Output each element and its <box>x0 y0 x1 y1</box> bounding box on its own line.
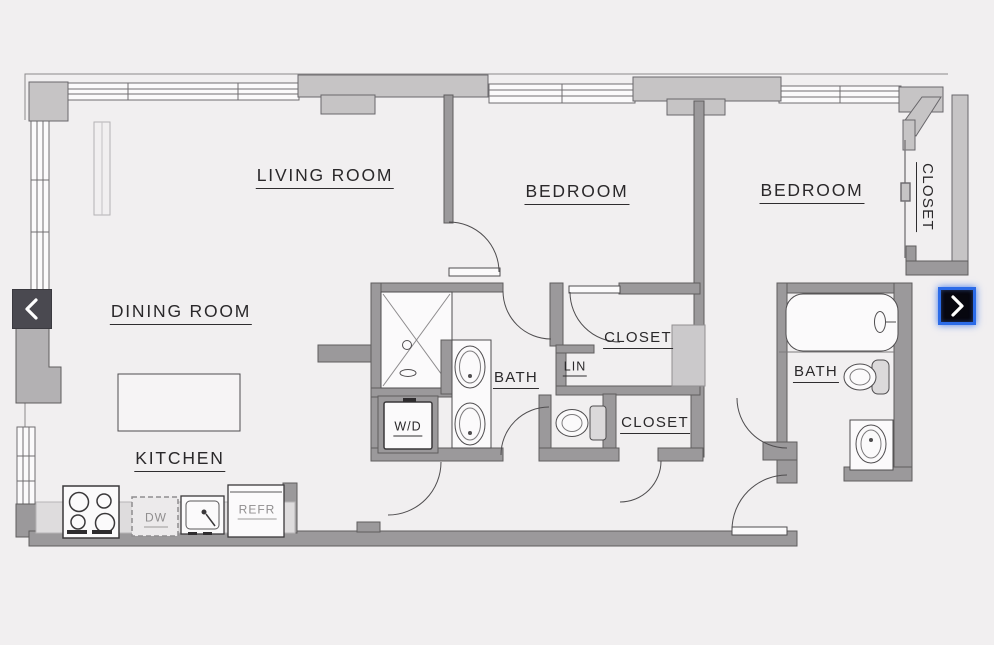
bathtub <box>779 293 899 353</box>
dining-table <box>117 373 241 432</box>
shower <box>380 291 453 389</box>
washer-dryer-unit <box>377 395 439 454</box>
chevron-left-icon <box>25 298 38 320</box>
label-refrigerator: REFR <box>237 503 277 520</box>
chevron-right-icon <box>951 295 964 317</box>
label-bedroom-2: BEDROOM <box>759 180 865 204</box>
kitchen-sink <box>180 495 225 535</box>
window-band-living <box>67 82 300 101</box>
label-closet-lower: CLOSET <box>620 414 690 434</box>
refrigerator-outline <box>227 484 285 538</box>
stove <box>62 485 120 539</box>
label-kitchen: KITCHEN <box>134 448 226 472</box>
dishwasher-outline <box>131 496 179 537</box>
label-bath-2: BATH <box>792 363 840 383</box>
label-closet-upper: CLOSET <box>603 329 673 349</box>
label-living-room: LIVING ROOM <box>255 165 395 189</box>
label-dishwasher: DW <box>144 511 168 528</box>
vanity-double-sink <box>451 339 492 449</box>
toilet-2 <box>843 359 890 395</box>
window-band-left-upper <box>30 120 50 293</box>
label-bath-1: BATH <box>492 369 540 389</box>
toilet-1 <box>555 405 607 441</box>
prev-arrow-button[interactable] <box>13 290 51 328</box>
label-linen-closet: LIN <box>562 360 588 377</box>
label-washer-dryer: W/D <box>393 420 423 437</box>
label-dining-room: DINING ROOM <box>109 301 253 325</box>
sink-bath2 <box>849 419 894 471</box>
label-bedroom-1: BEDROOM <box>524 181 630 205</box>
next-arrow-button[interactable] <box>938 287 976 325</box>
window-band-bedroom1 <box>488 83 636 104</box>
label-closet-right: CLOSET <box>916 162 936 232</box>
window-band-left-lower <box>16 426 36 507</box>
window-band-bedroom2 <box>778 85 902 104</box>
